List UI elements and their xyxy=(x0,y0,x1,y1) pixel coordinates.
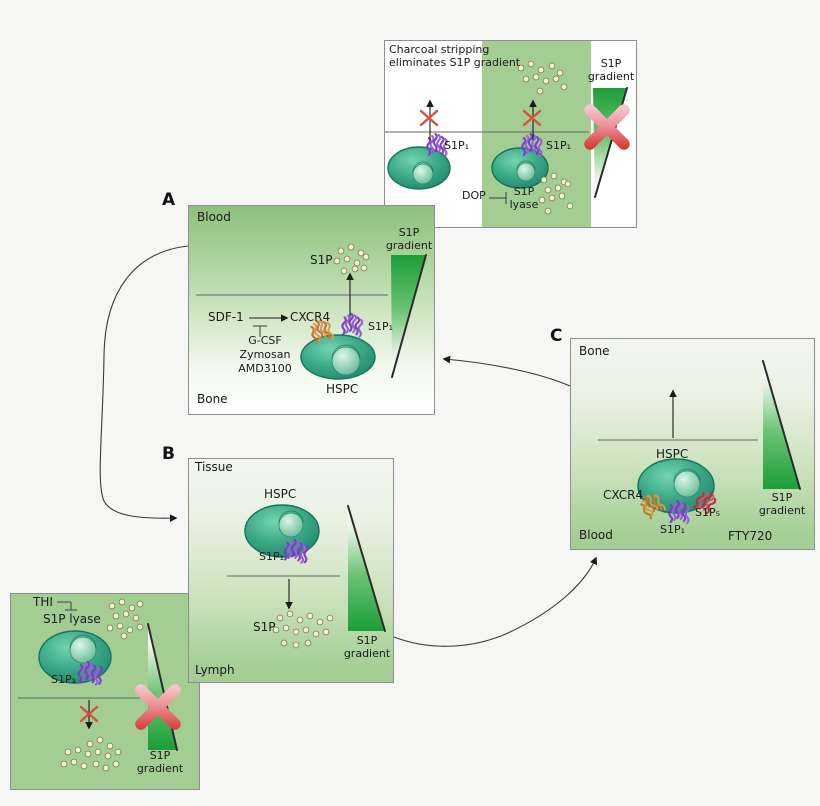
panel-letter-b: B xyxy=(162,444,175,464)
hspc-cell-label: HSPC xyxy=(656,447,689,461)
s1p-gradient-label: S1P gradient xyxy=(587,57,635,83)
s1p1-receptor-label: S1P₁ xyxy=(51,673,77,686)
flow-arrow-b-to-c xyxy=(393,556,598,647)
s1p1-receptor-label: S1P₁ xyxy=(660,523,686,536)
cxcr4-label: CXCR4 xyxy=(603,488,644,502)
mobilizer-list: G-CSF Zymosan AMD3100 xyxy=(219,334,311,376)
fty720-drug-label: FTY720 xyxy=(728,529,773,543)
cxcr4-label: CXCR4 xyxy=(290,310,331,324)
charcoal-title-line2: eliminates S1P gradient xyxy=(389,56,521,69)
mobilizer-zymosan: Zymosan xyxy=(239,348,291,361)
s1p-lyase-label: S1P lyase xyxy=(43,612,101,626)
panel-c-blood-to-bone xyxy=(570,338,815,550)
region-label-blood: Blood xyxy=(197,210,231,224)
s1p-gradient-label: S1P gradient xyxy=(343,634,391,660)
region-label-blood: Blood xyxy=(579,528,613,542)
thi-inhibitor-label: THI xyxy=(33,595,53,609)
charcoal-title-line1: Charcoal stripping xyxy=(389,43,490,56)
s1p-gradient-label: S1P gradient xyxy=(758,491,806,517)
plasma-green-band xyxy=(482,41,591,227)
region-label-bone: Bone xyxy=(579,344,610,358)
s1p1-receptor-label: S1P₁ xyxy=(546,139,572,152)
s1p-gradient-label: S1P gradient xyxy=(385,226,433,252)
sdf1-label: SDF-1 xyxy=(208,310,244,324)
hspc-cell-label: HSPC xyxy=(326,382,359,396)
s1p-lyase-label: S1P lyase xyxy=(509,185,539,211)
s1p-gradient-label: S1P gradient xyxy=(136,749,184,775)
flow-arrow-a-to-b xyxy=(99,245,189,523)
flow-arrow-c-to-a xyxy=(442,355,571,387)
panel-letter-a: A xyxy=(162,190,176,210)
s1p5-receptor-label: S1P₅ xyxy=(695,506,721,519)
s1p-label: S1P xyxy=(310,253,333,267)
s1p-label: S1P xyxy=(253,620,276,634)
mobilizer-gcsf: G-CSF xyxy=(248,334,282,347)
mobilizer-amd3100: AMD3100 xyxy=(238,362,292,375)
s1p1-receptor-label: S1P₁ xyxy=(444,139,470,152)
panel-letter-c: C xyxy=(550,326,563,346)
region-label-bone: Bone xyxy=(197,392,228,406)
hspc-cell-label: HSPC xyxy=(264,487,297,501)
region-label-tissue: Tissue xyxy=(195,460,233,474)
dop-inhibitor-label: DOP xyxy=(462,189,486,202)
s1p1-receptor-label: S1P₁ xyxy=(259,550,285,563)
s1p1-receptor-label: S1P₁ xyxy=(368,320,394,333)
region-label-lymph: Lymph xyxy=(195,663,235,677)
